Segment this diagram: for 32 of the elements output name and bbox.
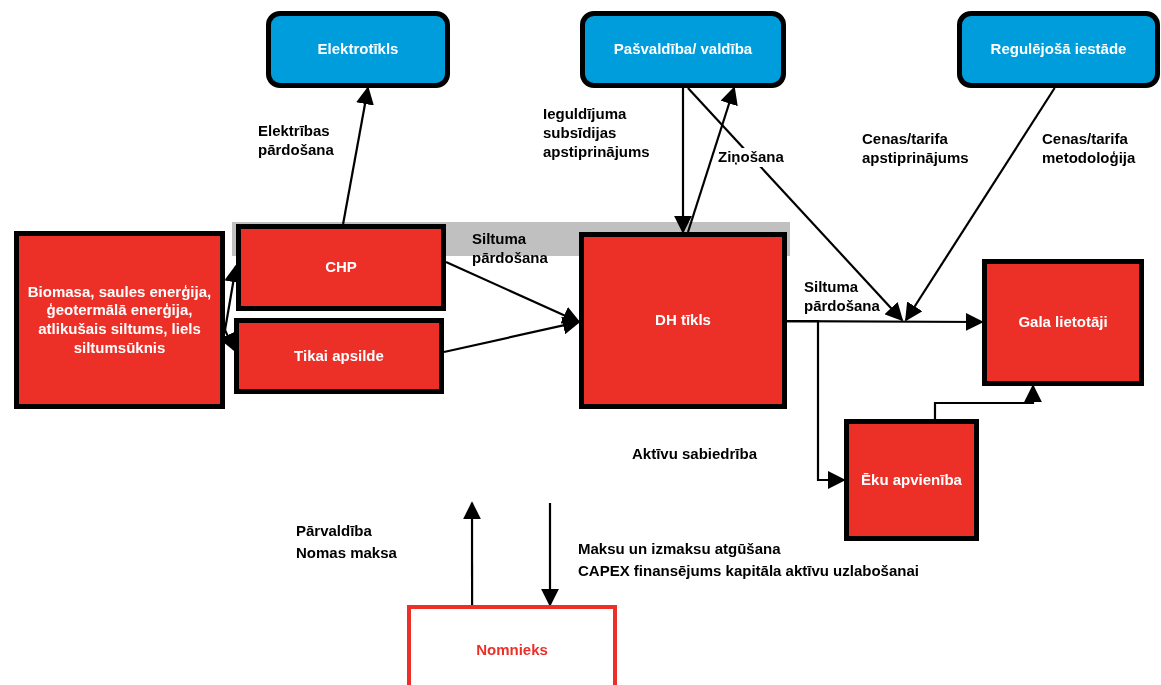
edge-label: Elektrības pārdošana <box>258 122 335 160</box>
entity-box: Nomnieks <box>407 605 617 685</box>
arrow <box>674 88 692 234</box>
process-box: Tikai apsilde <box>234 318 444 394</box>
arrow <box>905 87 1056 322</box>
source-box: Biomasa, saules enerģija, ģeotermālā enerģija, atlikušais siltums, liels siltumsūknis <box>14 231 225 409</box>
entity-box: Regulējošā iestāde <box>957 11 1160 88</box>
arrow <box>443 316 581 354</box>
process-box: CHP <box>236 224 446 311</box>
text-label: Cenas/tarifa metodoloģija <box>1042 130 1137 168</box>
entity-box: Pašvaldība/ valdība <box>580 11 786 88</box>
process-box: DH tīkls <box>579 232 787 409</box>
arrow <box>463 501 481 605</box>
text-label: Cenas/tarifa apstiprinājums <box>862 130 970 168</box>
edge-label: Siltuma pārdošana <box>804 278 881 316</box>
arrow <box>787 319 846 489</box>
arrow <box>933 384 1042 419</box>
entity-box: Elektrotīkls <box>266 11 450 88</box>
text-label: CAPEX finansējums kapitāla aktīvu uzlabošanai <box>578 562 919 581</box>
text-label: Maksu un izmaksu atgūšana <box>578 540 781 559</box>
process-box: Gala lietotāji <box>982 259 1144 386</box>
process-box: Ēku apvienība <box>844 419 979 541</box>
arrow <box>686 86 738 233</box>
edge-label: Ieguldījuma subsīdijas apstiprinājums <box>543 105 651 162</box>
text-label: Pārvaldība <box>296 522 372 541</box>
arrow <box>445 261 581 324</box>
arrow <box>342 86 374 225</box>
text-label: Nomas maksa <box>296 544 397 563</box>
arrow <box>687 87 904 322</box>
edge-label: Siltuma pārdošana <box>472 230 549 268</box>
text-label: Aktīvu sabiedrība <box>632 445 758 464</box>
arrow <box>541 503 559 607</box>
